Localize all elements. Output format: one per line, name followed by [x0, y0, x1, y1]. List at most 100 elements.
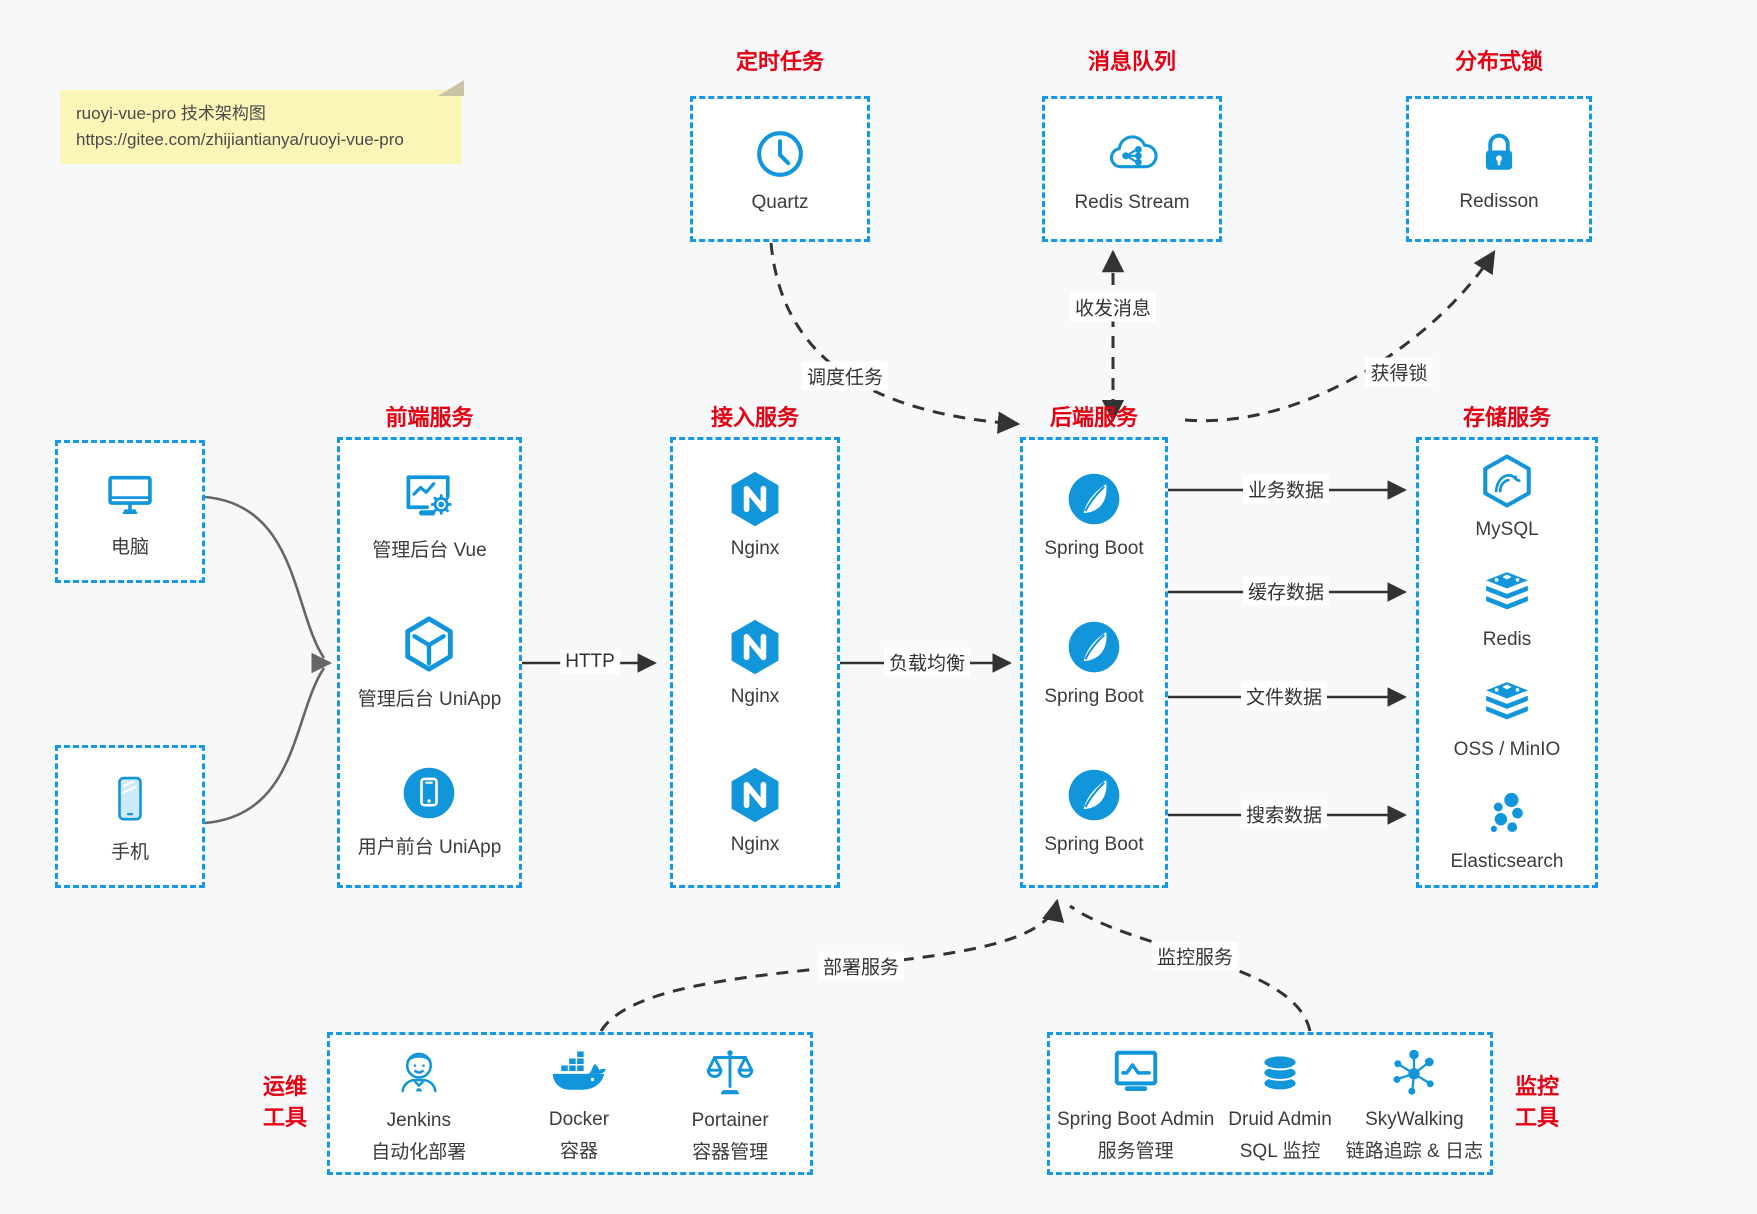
column-title-storage: 存储服务	[1462, 405, 1551, 430]
redis-stack-icon	[1478, 566, 1536, 620]
jenkins-item: Jenkins 自动化部署	[371, 1043, 466, 1164]
monitor-chart-icon	[1107, 1044, 1165, 1100]
docker-name: Docker	[548, 1109, 610, 1130]
phone-client-box: 手机	[55, 745, 205, 888]
redis-item: Redis	[1478, 566, 1536, 651]
skywalking-name: SkyWalking	[1365, 1109, 1464, 1130]
group-title-message-queue: 消息队列	[1087, 49, 1176, 74]
column-title-backend: 后端服务	[1049, 405, 1138, 430]
spring-boot-admin-desc: 服务管理	[1097, 1141, 1174, 1162]
druid-admin-name: Druid Admin	[1228, 1109, 1332, 1130]
spring-boot-label: Spring Boot	[1044, 537, 1144, 559]
edge-label-cache-data: 缓存数据	[1242, 576, 1330, 606]
spring-icon	[1064, 617, 1124, 677]
arrow-acquire-lock	[1184, 250, 1496, 423]
skywalking-item: SkyWalking 链路追踪 & 日志	[1346, 1044, 1483, 1163]
spring-boot-item-2: Spring Boot	[1044, 617, 1144, 708]
spring-boot-item-1: Spring Boot	[1044, 469, 1144, 560]
portainer-name: Portainer	[691, 1110, 769, 1131]
oss-minio-label: OSS / MinIO	[1453, 738, 1561, 760]
spring-boot-label: Spring Boot	[1044, 834, 1144, 856]
storage-column-box: MySQL Redis	[1416, 437, 1598, 888]
monitoring-tools-label-line2: 工具	[1514, 1104, 1559, 1130]
redisson-item: Redisson	[1459, 126, 1539, 213]
elasticsearch-label: Elasticsearch	[1450, 850, 1564, 872]
nginx-item-2: Nginx	[725, 617, 785, 708]
arrow-schedule-task	[769, 242, 1021, 434]
nginx-item-1: Nginx	[725, 469, 785, 560]
scales-icon	[701, 1043, 759, 1101]
desktop-icon	[101, 465, 159, 523]
docker-icon	[549, 1044, 609, 1100]
spring-boot-label: Spring Boot	[1044, 685, 1144, 707]
lock-icon	[1471, 126, 1527, 182]
mysql-label: MySQL	[1475, 519, 1539, 541]
spring-icon	[1064, 469, 1124, 529]
quartz-item: Quartz	[751, 125, 809, 214]
nginx-icon	[725, 765, 785, 825]
edge-label-schedule-task: 调度任务	[801, 361, 889, 391]
redisson-box: Redisson	[1406, 96, 1592, 242]
pc-client-item: 电脑	[101, 465, 159, 559]
redisson-label: Redisson	[1459, 190, 1539, 212]
group-title-scheduled-tasks: 定时任务	[735, 49, 824, 74]
nginx-icon	[725, 469, 785, 529]
docker-desc: 容器	[559, 1141, 598, 1162]
client-merge-curves	[204, 495, 333, 825]
note-fold-corner	[438, 80, 464, 96]
spring-boot-item-3: Spring Boot	[1044, 765, 1144, 856]
mysql-icon	[1478, 452, 1536, 510]
edge-label-file-data: 文件数据	[1240, 681, 1328, 711]
admin-uniapp-label: 管理后台 UniApp	[357, 689, 502, 711]
monitoring-tools-label-line1: 监控	[1514, 1074, 1559, 1099]
phone-client-item: 手机	[102, 770, 158, 864]
note-url: https://gitee.com/zhijiantianya/ruoyi-vu…	[76, 130, 404, 150]
quartz-label: Quartz	[751, 191, 809, 213]
redis-label: Redis	[1482, 629, 1532, 651]
edge-label-load-balance: 负载均衡	[883, 647, 971, 677]
column-title-gateway: 接入服务	[710, 405, 799, 430]
user-uniapp-item: 用户前台 UniApp	[357, 763, 502, 859]
spring-boot-admin-item: Spring Boot Admin 服务管理	[1057, 1044, 1214, 1163]
phone-icon	[102, 770, 158, 828]
admin-vue-item: 管理后台 Vue	[372, 466, 487, 562]
note-title: ruoyi-vue-pro 技术架构图	[76, 104, 266, 123]
edge-label-search-data: 搜索数据	[1240, 799, 1328, 829]
edge-label-send-receive-message: 收发消息	[1069, 292, 1157, 322]
elasticsearch-item: Elasticsearch	[1451, 786, 1564, 873]
edge-label-business-data: 业务数据	[1242, 474, 1330, 504]
cloud-message-icon	[1102, 125, 1162, 183]
nginx-label: Nginx	[730, 685, 780, 707]
admin-vue-label: 管理后台 Vue	[372, 539, 487, 561]
ops-tools-label-line2: 工具	[262, 1104, 307, 1130]
pc-client-label: 电脑	[110, 536, 149, 558]
phone-client-label: 手机	[110, 841, 149, 863]
jenkins-desc: 自动化部署	[371, 1142, 467, 1163]
monitoring-tools-box: Spring Boot Admin 服务管理 Druid Admin SQL 监…	[1047, 1032, 1493, 1175]
storage-stack-icon	[1478, 676, 1536, 730]
nginx-label: Nginx	[730, 537, 780, 559]
skywalking-desc: 链路追踪 & 日志	[1345, 1141, 1483, 1162]
spring-icon	[1064, 765, 1124, 825]
sticky-note: ruoyi-vue-pro 技术架构图 https://gitee.com/zh…	[60, 80, 464, 164]
edge-label-monitor-service: 监控服务	[1151, 941, 1239, 971]
druid-admin-desc: SQL 监控	[1239, 1141, 1321, 1162]
edge-label-http: HTTP	[560, 650, 620, 674]
pc-client-box: 电脑	[55, 440, 205, 583]
database-icon	[1251, 1044, 1309, 1100]
admin-uniapp-item: 管理后台 UniApp	[357, 613, 502, 711]
group-title-distributed-lock: 分布式锁	[1454, 49, 1543, 74]
druid-admin-item: Druid Admin SQL 监控	[1228, 1044, 1332, 1163]
ops-tools-box: Jenkins 自动化部署 Docker 容器	[327, 1032, 813, 1175]
jenkins-name: Jenkins	[386, 1110, 451, 1131]
redis-stream-item: Redis Stream	[1074, 125, 1190, 214]
backend-column-box: Spring Boot Spring Boot Spring Boot	[1020, 437, 1168, 888]
ops-tools-label-line1: 运维	[262, 1074, 307, 1099]
user-uniapp-label: 用户前台 UniApp	[357, 837, 502, 859]
column-title-frontend: 前端服务	[385, 405, 474, 430]
redis-stream-box: Redis Stream	[1042, 96, 1222, 242]
clock-icon	[751, 125, 809, 183]
monitoring-tools-label: 监控 工具	[1500, 1072, 1574, 1134]
docker-item: Docker 容器	[549, 1044, 609, 1163]
